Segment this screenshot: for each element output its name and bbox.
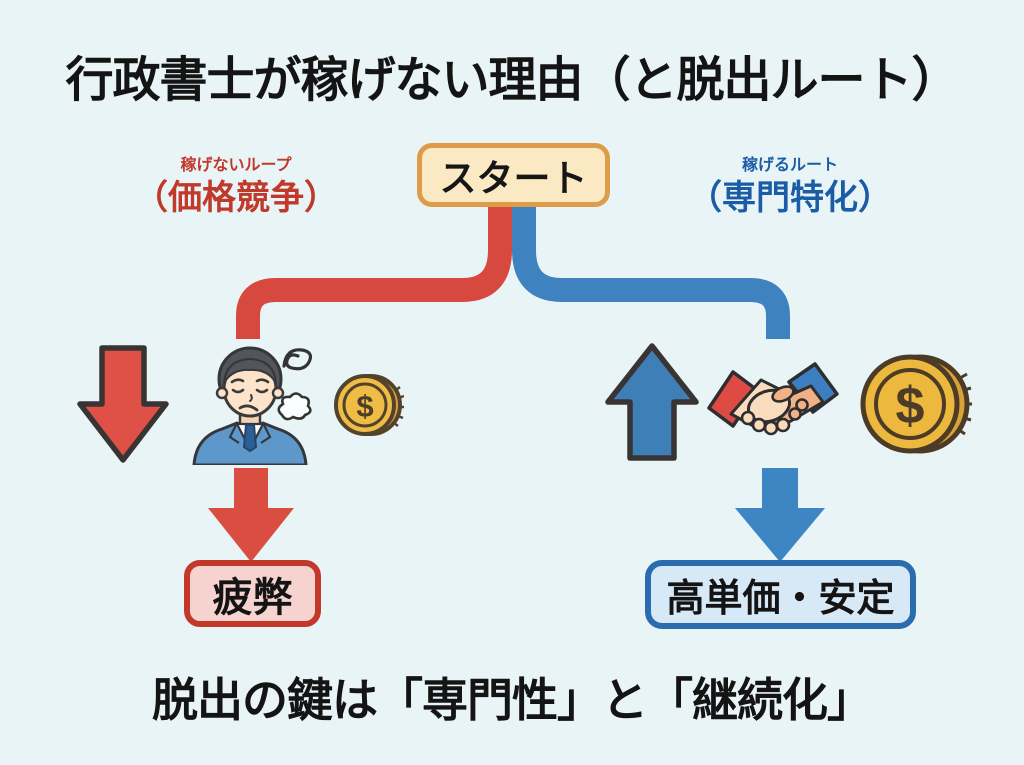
right-route-heading: 稼げるルート （専門特化）: [620, 155, 960, 221]
dollar-symbol: $: [356, 389, 373, 424]
right-route-heading-line1: 稼げるルート: [741, 157, 838, 174]
red-branch-line: [236, 198, 512, 339]
tired-businessman-icon: [192, 346, 313, 465]
page-title: 行政書士が稼げない理由（と脱出ルート）: [65, 54, 959, 107]
sigh-puff-icon: [277, 392, 312, 421]
footer-message: 脱出の鍵は「専門性」と「継続化」: [152, 674, 873, 726]
start-node: スタート: [417, 143, 610, 207]
stable-income-box: 高単価・安定: [645, 560, 916, 629]
left-route-heading: 稼げないループ （価格競争）: [66, 155, 406, 221]
right-route-heading-line2: （専門特化）: [688, 179, 892, 218]
dollar-coin-icon: $: [334, 374, 404, 436]
red-small-down-arrow-icon: [208, 468, 294, 562]
red-down-arrow-icon: [77, 345, 169, 463]
dollar-coin-3d-icon: $: [860, 354, 972, 454]
start-label: スタート: [439, 158, 588, 199]
left-route-heading-line2: （価格競争）: [134, 179, 338, 218]
blue-up-arrow-icon: [605, 343, 699, 461]
exhaustion-label: 疲弊: [212, 575, 293, 620]
stable-income-label: 高単価・安定: [666, 578, 895, 620]
exhaustion-box: 疲弊: [184, 560, 321, 627]
dizzy-squiggle-icon: [282, 348, 313, 371]
blue-small-down-arrow-icon: [735, 468, 825, 562]
blue-branch-line: [512, 198, 790, 339]
handshake-icon: [707, 362, 839, 436]
dollar-symbol: $: [896, 377, 925, 435]
left-route-heading-line1: 稼げないループ: [180, 157, 292, 174]
